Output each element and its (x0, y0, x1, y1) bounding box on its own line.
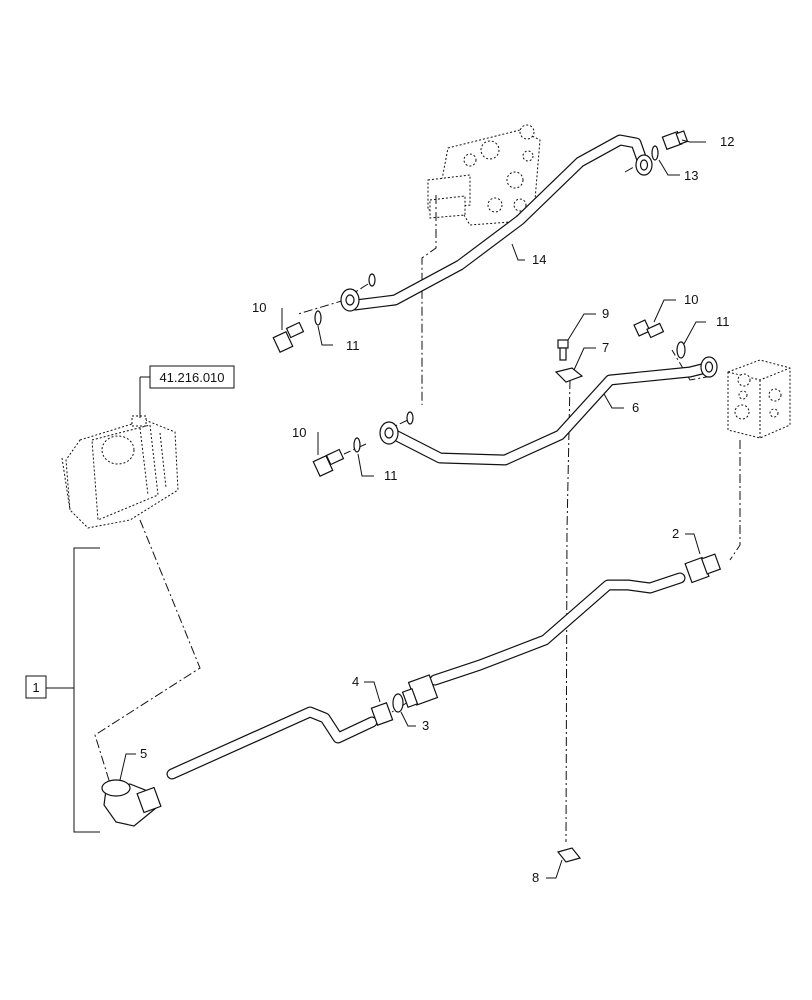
control-valve-ghost (427, 124, 541, 226)
callout-14: 14 (532, 252, 546, 267)
washer-11-lower (353, 437, 361, 453)
callout-10-lower: 10 (292, 425, 306, 440)
bolt-10-upper (272, 321, 305, 354)
washer-lower-valve (406, 411, 414, 425)
union-fitting (401, 674, 439, 708)
pressure-pipe (429, 572, 686, 686)
o-ring-3 (392, 693, 404, 713)
callout-2: 2 (672, 526, 679, 541)
bolt-10-right (633, 319, 665, 339)
hydraulic-pump-ghost (61, 415, 179, 529)
washer-11-upper (314, 310, 322, 326)
callout-4: 4 (352, 674, 359, 689)
bolt-10-lower (312, 448, 345, 478)
suction-hose (166, 706, 378, 780)
reference-label: 41.216.010 (159, 370, 224, 385)
clip-7 (554, 367, 584, 383)
pipe-6 (379, 356, 718, 466)
bolt-9 (557, 339, 569, 361)
callout-11-right: 11 (716, 314, 730, 329)
callout-10-right: 10 (684, 292, 698, 307)
callout-11-upper: 11 (346, 338, 360, 353)
washer-upper-valve (368, 273, 376, 287)
callout-5: 5 (140, 746, 147, 761)
callout-7: 7 (602, 340, 609, 355)
callout-12: 12 (720, 134, 734, 149)
callout-13: 13 (684, 168, 698, 183)
nut-4 (370, 702, 394, 726)
callout-11-lower: 11 (384, 468, 398, 483)
elbow-5 (101, 779, 162, 827)
callout-8: 8 (532, 870, 539, 885)
reference-box[interactable]: 41.216.010 (139, 365, 235, 418)
callout-3: 3 (422, 718, 429, 733)
adapter-2 (684, 553, 722, 584)
clip-8 (556, 847, 582, 863)
callout-10-upper: 10 (252, 300, 266, 315)
assembly-bracket: 1 (25, 547, 100, 833)
washer-13 (651, 145, 659, 161)
pipe-14 (340, 134, 653, 312)
washer-11-right (676, 341, 686, 359)
centerlines (94, 159, 741, 843)
callout-labels: 12 13 14 10 11 9 7 10 11 6 10 11 2 4 3 5… (140, 134, 734, 885)
assembly-label: 1 (32, 680, 39, 695)
callout-9: 9 (602, 306, 609, 321)
valve-block-ghost (727, 359, 791, 439)
callout-6: 6 (632, 400, 639, 415)
leader-lines (119, 139, 706, 879)
